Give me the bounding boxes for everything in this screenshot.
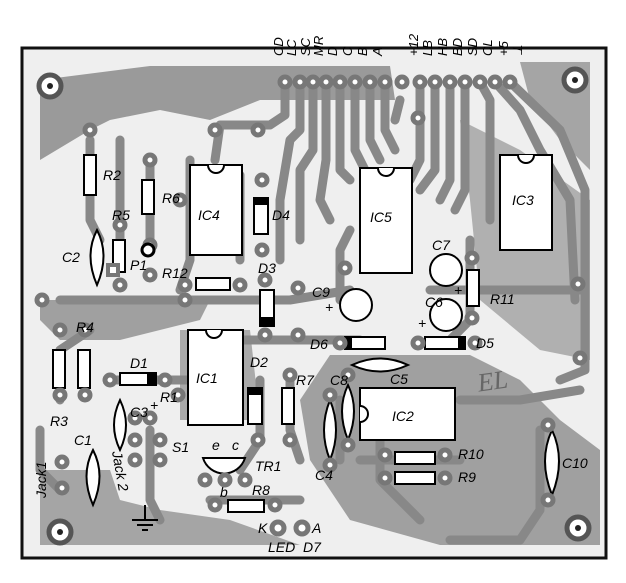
handwritten-mark: EL — [475, 365, 510, 398]
label-r11: R11 — [490, 291, 515, 307]
label-plus-c3: + — [150, 397, 158, 413]
label-r4: R4 — [76, 319, 94, 335]
ic-label-ic1: IC1 — [196, 370, 218, 386]
label-r5: R5 — [112, 207, 130, 223]
top-pin-label-mr: MR — [311, 36, 326, 56]
label-led-k: K — [258, 520, 268, 536]
label-d4: D4 — [272, 207, 290, 223]
electrolytic-capacitors — [339, 253, 463, 332]
ic-label-ic2: IC2 — [392, 408, 414, 424]
top-pin-label-d: D — [325, 47, 340, 56]
label-c7: C7 — [432, 237, 451, 253]
top-pin-label-6: +5 — [496, 40, 511, 56]
lens-capacitors — [85, 227, 560, 508]
label-plus-c6: + — [418, 315, 426, 331]
label-c1: C1 — [74, 432, 92, 448]
top-pin-label-3: BD — [450, 38, 465, 56]
top-pin-label-5: CL — [480, 39, 495, 56]
ic4-body — [189, 164, 243, 256]
top-connector-pads — [277, 74, 518, 90]
mounting-holes — [36, 66, 592, 546]
ic2-body — [359, 387, 456, 441]
label-tr1-c: c — [232, 437, 239, 453]
label-r6: R6 — [162, 190, 180, 206]
label-plus-c9: + — [325, 299, 333, 315]
label-c4: C4 — [315, 467, 333, 483]
label-p1: P1 — [130, 257, 147, 273]
top-pin-label-4: SD — [465, 38, 480, 56]
top-pin-label-1: LB — [420, 40, 435, 56]
label-d3: D3 — [258, 260, 276, 276]
label-d2: D2 — [250, 354, 268, 370]
ic5-body — [359, 167, 413, 274]
component-pads — [34, 110, 588, 537]
label-led-d7: LED D7 — [268, 539, 322, 555]
label-c6: C6 — [425, 294, 443, 310]
label-led-a: A — [311, 520, 321, 536]
top-pin-label-2: HB — [435, 38, 450, 56]
label-tr1-e: e — [212, 437, 220, 453]
label-jack2: Jack 2 — [109, 449, 132, 493]
top-pin-label-lc: LC — [284, 39, 299, 56]
ic3-body — [499, 154, 553, 251]
ic1-body — [187, 329, 244, 426]
label-d5: D5 — [476, 335, 494, 351]
top-pin-label-sc: SC — [298, 37, 313, 56]
label-r2: R2 — [103, 167, 121, 183]
ic-label-ic3: IC3 — [512, 192, 534, 208]
label-c2: C2 — [62, 249, 80, 265]
diodes — [119, 197, 466, 425]
copper-area-bottom-left — [40, 470, 300, 545]
label-c9: C9 — [312, 284, 330, 300]
label-tr1-b: b — [220, 484, 228, 500]
label-d6: D6 — [310, 336, 328, 352]
label-r9: R9 — [458, 469, 476, 485]
label-r10: R10 — [458, 446, 484, 462]
label-c5: C5 — [390, 371, 408, 387]
label-c10: C10 — [562, 455, 588, 471]
label-tr1: TR1 — [255, 458, 281, 474]
label-jack1: Jack1 — [33, 461, 49, 499]
label-c8: C8 — [330, 372, 348, 388]
label-s1: S1 — [172, 439, 189, 455]
ic-label-ic4: IC4 — [198, 207, 220, 223]
top-pin-label-a: A — [370, 47, 385, 57]
top-pin-label-cd: CD — [271, 37, 286, 56]
p1-pad — [106, 263, 120, 277]
label-r8: R8 — [252, 482, 270, 498]
label-c3: C3 — [130, 404, 148, 420]
label-r1: R1 — [160, 389, 178, 405]
label-plus-c7: + — [454, 282, 462, 298]
top-pin-label-7: ⊥ — [510, 45, 525, 56]
copper-area-top — [40, 66, 395, 160]
ground-symbol — [132, 505, 158, 531]
label-r12: R12 — [162, 265, 188, 281]
top-pin-label-c: C — [340, 46, 355, 56]
label-r3: R3 — [50, 413, 68, 429]
top-pin-label-0: +12 — [406, 33, 421, 56]
top-pin-label-b: B — [355, 47, 370, 56]
ic-label-ic5: IC5 — [370, 209, 392, 225]
label-r7: R7 — [296, 372, 315, 388]
label-d1: D1 — [130, 355, 148, 371]
